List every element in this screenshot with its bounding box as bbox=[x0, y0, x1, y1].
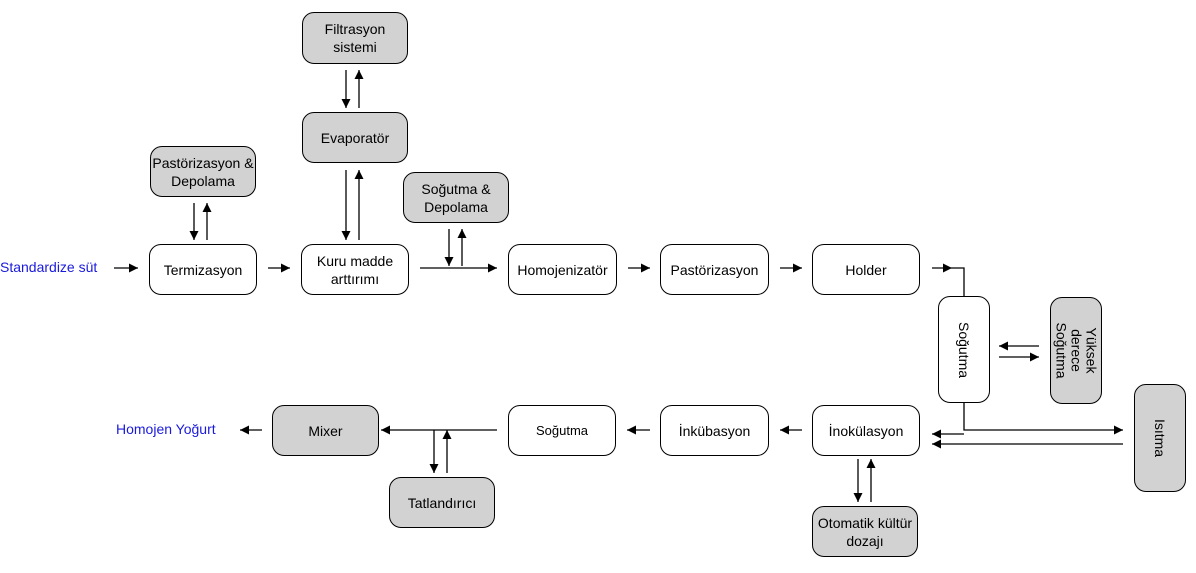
inokulasyon-box: İnokülasyon bbox=[812, 405, 920, 456]
sogutma-bottom-box: Soğutma bbox=[508, 405, 616, 456]
isitma-box: Isıtma bbox=[1134, 384, 1186, 492]
kuru-madde-box: Kuru madde arttırımı bbox=[301, 244, 409, 295]
sogutma-right-box: Soğutma bbox=[938, 296, 990, 403]
yuksek-derece-sogutma-box: Yüksek derece Soğutma bbox=[1050, 297, 1102, 404]
input-label: Standardize süt bbox=[0, 259, 98, 275]
pastorizasyon-box: Pastörizasyon bbox=[660, 244, 769, 295]
mixer-box: Mixer bbox=[272, 405, 379, 456]
termizasyon-box: Termizasyon bbox=[149, 244, 257, 295]
homojenizator-box: Homojenizatör bbox=[508, 244, 617, 295]
line-sogutma-to-isitma bbox=[963, 403, 1123, 435]
filtrasyon-box: Filtrasyon sistemi bbox=[302, 12, 408, 64]
pastorizasyon-depolama-box: Pastörizasyon & Depolama bbox=[150, 146, 256, 197]
evaporator-box: Evaporatör bbox=[302, 112, 408, 163]
output-label: Homojen Yoğurt bbox=[116, 421, 216, 437]
sogutma-depolama-box: Soğutma & Depolama bbox=[403, 172, 509, 223]
inkubasyon-box: İnkübasyon bbox=[660, 405, 769, 456]
tatlandirici-box: Tatlandırıcı bbox=[389, 477, 495, 528]
holder-box: Holder bbox=[812, 244, 920, 295]
otomatik-kultur-box: Otomatik kültür dozajı bbox=[812, 506, 918, 557]
line-holder-to-sogutma bbox=[952, 267, 965, 296]
